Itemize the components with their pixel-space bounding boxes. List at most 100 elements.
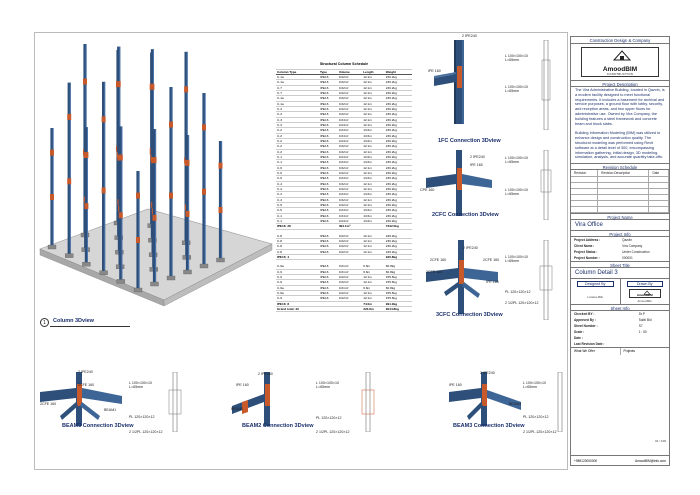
table-cell: C-4	[276, 186, 319, 193]
table-cell: 12.1m	[362, 165, 385, 172]
beam3-tag-left: IPE 160	[449, 383, 462, 387]
beam1-ann1a: L 100×100×10	[129, 381, 153, 385]
project-description-1: The Vira Administrative Building, locate…	[575, 88, 665, 126]
beam2-tag-left: IPE 160	[236, 383, 249, 387]
steel-column[interactable]	[202, 93, 206, 267]
beam2-connection-view[interactable]	[228, 372, 308, 426]
table-cell: C-1a	[276, 95, 319, 102]
steel-column[interactable]	[218, 141, 223, 261]
table-cell: 230.2kg	[384, 159, 412, 166]
table-cell: 0.02m³	[337, 74, 363, 81]
c1c-ann1b: L=65mm	[505, 58, 520, 62]
table-cell: IPE16	[319, 213, 338, 220]
table-cell: 230.2kg	[384, 79, 412, 86]
c3c-tag-right2: IPE 160	[486, 280, 499, 284]
steel-column[interactable]	[67, 82, 71, 257]
table-cell: 0.04m³	[337, 159, 363, 166]
section-revision-schedule: Revision Schedule	[571, 163, 669, 171]
table-cell	[337, 254, 363, 261]
beam3-ann3: 2 1/2PL 120×120×12	[523, 430, 557, 434]
table-cell: IPE16	[319, 95, 338, 102]
schedule-col-header: Length	[362, 69, 385, 75]
table-cell: 230.2kg	[384, 117, 412, 123]
steel-column[interactable]	[169, 87, 173, 279]
steel-column[interactable]	[50, 128, 54, 248]
steel-column[interactable]	[84, 127, 88, 266]
column-splice-plate	[169, 192, 173, 199]
c2c-connection-view[interactable]	[420, 150, 500, 220]
table-cell: IPE16	[319, 186, 338, 193]
column-splice-plate	[218, 162, 223, 169]
table-cell: IPE16	[319, 279, 338, 286]
column-splice-plate	[136, 237, 140, 243]
table-cell: C-3	[276, 122, 319, 129]
column-base-plate	[133, 287, 143, 293]
column-highlight	[104, 81, 106, 274]
table-cell: C-6	[276, 170, 319, 177]
column-splice-plate	[152, 214, 157, 221]
table-cell: 230.2kg	[384, 197, 412, 204]
beam1-connection-view[interactable]	[36, 372, 126, 426]
column-3d-view-title: Column 3Dview	[53, 318, 94, 324]
c2c-ann1b: L=65mm	[505, 160, 520, 164]
table-cell: IPE16	[319, 165, 338, 172]
steel-column[interactable]	[102, 81, 106, 274]
steel-column[interactable]	[185, 135, 190, 273]
table-cell: 12.1m	[362, 290, 385, 297]
info-row: Project Number :000001	[571, 255, 669, 261]
beam3-view-title: BEAM3 Connection 3Dview	[453, 423, 525, 429]
beam1-section-sketch	[168, 372, 182, 432]
table-cell: 230.2kg	[384, 74, 412, 81]
drawer-signature: Amood Bim	[637, 298, 652, 303]
table-cell: 230.2kg	[384, 175, 412, 182]
beam3-section-sketch	[557, 372, 563, 432]
table-cell: 0.02m³	[337, 143, 363, 150]
table-cell: 60.8kg	[384, 264, 412, 270]
c1c-connection-view[interactable]	[420, 34, 500, 134]
schedule-col-header: Type	[319, 69, 338, 75]
steel-column[interactable]	[119, 126, 123, 283]
table-cell: 230.2kg	[384, 191, 412, 198]
table-cell: 0.01m³	[337, 285, 363, 291]
table-cell: IPE16	[319, 90, 338, 97]
beam1-ann1b: L=65mm	[129, 385, 144, 389]
table-cell: 230.2kg	[384, 101, 412, 107]
table-cell: C-9	[276, 269, 319, 275]
table-cell: 230.2kg	[384, 238, 412, 245]
table-cell: 230.2kg	[384, 243, 412, 250]
info-row: Last Revision Date :	[571, 341, 669, 347]
table-cell: C-2	[276, 133, 319, 140]
column-splice-plate	[185, 210, 190, 217]
steel-column[interactable]	[136, 171, 140, 291]
beam3-connection-view[interactable]	[445, 372, 525, 426]
c3c-connection-view[interactable]	[420, 236, 510, 316]
table-cell: Grand total: 40	[276, 306, 319, 313]
column-splice-plate	[101, 187, 106, 194]
column-splice-plate	[118, 212, 123, 219]
schedule-col-header: Weight	[384, 69, 412, 75]
beam3-ann1b: L=65mm	[523, 385, 538, 389]
table-cell: C-2	[276, 149, 319, 156]
table-cell: IPE16	[319, 285, 338, 291]
c3c-tag-right: 2CFE 160	[483, 258, 500, 262]
drawn-by-logo: AmoodBIM	[628, 288, 661, 298]
column-splice-plate	[84, 152, 89, 159]
info-row: Date :	[571, 335, 669, 341]
steel-column[interactable]	[152, 129, 157, 285]
table-cell: 12.1m	[362, 274, 385, 281]
beam1-ann2: PL 120×120×12	[129, 415, 155, 419]
column-3d-view[interactable]	[36, 44, 276, 324]
column-splice-plate	[67, 178, 72, 185]
table-cell: IPE16	[319, 238, 338, 245]
table-cell: 0.02m³	[337, 95, 363, 102]
